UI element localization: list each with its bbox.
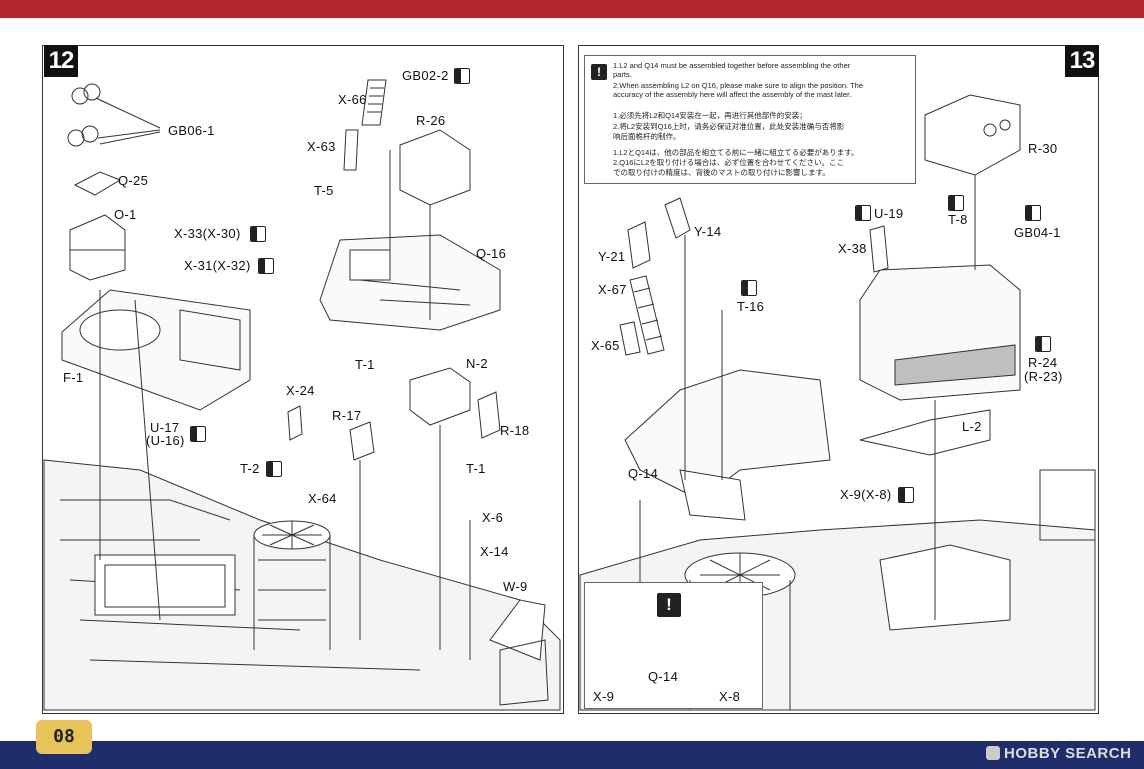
step-13-number: 13 xyxy=(1065,45,1099,77)
label-r-18: R-18 xyxy=(500,423,530,438)
note-line: 2.Q16にL2を取り付ける場合は、必ず位置を合わせてください。ここ xyxy=(613,158,845,167)
label-t-8: T-8 xyxy=(948,212,968,227)
note-line: 2.When assembling L2 on Q16, please make… xyxy=(613,81,864,90)
label-r-24: R-24 xyxy=(1028,355,1058,370)
label-x-38: X-38 xyxy=(838,241,867,256)
reverse-icon xyxy=(258,258,274,274)
label-x-9-x-8: X-9(X-8) xyxy=(840,487,892,502)
detail-inset: ! Q-14 X-9 X-8 xyxy=(584,582,763,709)
label-x-33: X-33(X-30) xyxy=(174,226,241,241)
label-t-5: T-5 xyxy=(314,183,334,198)
reverse-icon xyxy=(741,280,757,296)
reverse-icon xyxy=(948,195,964,211)
watermark-logo-icon xyxy=(986,746,1000,760)
note-line: accuracy of the assembly here will affec… xyxy=(613,90,852,99)
label-x-14: X-14 xyxy=(480,544,509,559)
note-line: での取り付けの精度は、背後のマストの取り付けに影響します。 xyxy=(613,168,830,177)
note-line: 1.L2とQ14は、他の部品を組立てる前に一緒に組立てる必要があります。 xyxy=(613,148,859,157)
label-u-16: (U-16) xyxy=(146,433,185,448)
label-x-66: X-66 xyxy=(338,92,367,107)
label-y-14: Y-14 xyxy=(694,224,722,239)
watermark: HOBBY SEARCH xyxy=(986,742,1131,766)
label-gb06-1: GB06-1 xyxy=(168,123,215,138)
reverse-icon xyxy=(250,226,266,242)
label-x-64: X-64 xyxy=(308,491,337,506)
inset-label-q-14: Q-14 xyxy=(648,669,679,684)
label-q-25: Q-25 xyxy=(118,173,149,188)
label-t-2: T-2 xyxy=(240,461,260,476)
reverse-icon xyxy=(1035,336,1051,352)
note-line: 1.必须先将L2和Q14安装在一起，再进行其他部件的安装； xyxy=(613,111,807,120)
watermark-text: HOBBY SEARCH xyxy=(1004,745,1132,762)
label-gb02-2: GB02-2 xyxy=(402,68,449,83)
note-line: parts. xyxy=(613,70,632,79)
caution-icon: ! xyxy=(591,64,607,80)
label-u-17: U-17 xyxy=(150,420,180,435)
label-t-1-upper: T-1 xyxy=(355,357,375,372)
step-12-number: 12 xyxy=(44,45,78,77)
bottom-color-band xyxy=(0,741,1144,769)
note-line: 响后面桅杆的制作。 xyxy=(613,132,681,141)
label-x-63: X-63 xyxy=(307,139,336,154)
label-l-2: L-2 xyxy=(962,419,982,434)
label-r-17: R-17 xyxy=(332,408,362,423)
label-r-30: R-30 xyxy=(1028,141,1058,156)
reverse-icon xyxy=(855,205,871,221)
reverse-icon xyxy=(454,68,470,84)
note-line: 2.将L2安装到Q16上时，请务必保证对准位置，此处安装准确与否将影 xyxy=(613,122,845,131)
caution-icon: ! xyxy=(657,593,681,617)
label-x-31: X-31(X-32) xyxy=(184,258,251,273)
inset-label-x-8: X-8 xyxy=(719,689,741,704)
label-f-1: F-1 xyxy=(63,370,84,385)
label-q-16: Q-16 xyxy=(476,246,507,261)
reverse-icon xyxy=(266,461,282,477)
label-x-24: X-24 xyxy=(286,383,315,398)
label-w-9: W-9 xyxy=(503,579,528,594)
label-t-1-lower: T-1 xyxy=(466,461,486,476)
caution-note-box: ! 1.L2 and Q14 must be assembled togethe… xyxy=(584,55,916,184)
label-x-67: X-67 xyxy=(598,282,627,297)
label-x-6: X-6 xyxy=(482,510,504,525)
label-r-23: (R-23) xyxy=(1024,369,1063,384)
label-q-14: Q-14 xyxy=(628,466,659,481)
reverse-icon xyxy=(898,487,914,503)
label-u-19: U-19 xyxy=(874,206,904,221)
label-gb04-1: GB04-1 xyxy=(1014,225,1061,240)
label-x-65: X-65 xyxy=(591,338,620,353)
label-n-2: N-2 xyxy=(466,356,488,371)
label-y-21: Y-21 xyxy=(598,249,626,264)
top-color-band xyxy=(0,0,1144,18)
inset-label-x-9: X-9 xyxy=(593,689,615,704)
page-number: 08 xyxy=(36,720,92,754)
label-r-26: R-26 xyxy=(416,113,446,128)
note-line: 1.L2 and Q14 must be assembled together … xyxy=(613,61,851,70)
label-o-1: O-1 xyxy=(114,207,137,222)
reverse-icon xyxy=(190,426,206,442)
reverse-icon xyxy=(1025,205,1041,221)
label-t-16: T-16 xyxy=(737,299,765,314)
